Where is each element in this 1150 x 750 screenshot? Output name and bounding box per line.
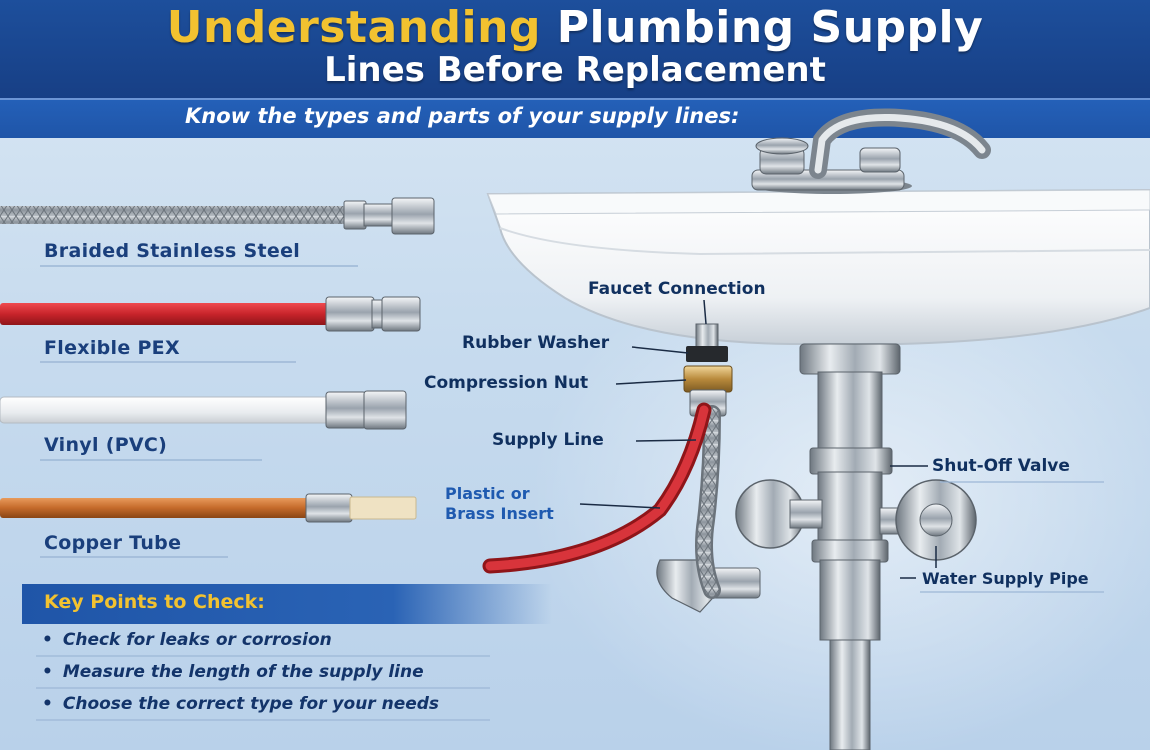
label-rubber-washer: Rubber Washer <box>462 333 610 353</box>
label-vinyl-pvc: Vinyl (PVC) <box>44 434 168 456</box>
bullet: • <box>42 694 53 714</box>
copper-tube-line <box>0 493 417 523</box>
subtitle: Know the types and parts of your supply … <box>185 104 740 128</box>
key-points-header: Key Points to Check: <box>22 584 552 624</box>
key-point-text: Choose the correct type for your needs <box>62 694 440 714</box>
title-line-2: Lines Before Replacement <box>324 50 826 90</box>
label-flexible-pex: Flexible PEX <box>44 337 180 359</box>
label-supply-line: Supply Line <box>492 430 604 450</box>
title-line-1: Understanding Plumbing Supply <box>0 2 1150 53</box>
label-plastic-or-brass-insert: Plastic or Brass Insert <box>445 484 554 524</box>
vinyl-pvc-line <box>0 390 407 430</box>
bullet: • <box>42 662 53 682</box>
label-copper-tube: Copper Tube <box>44 532 182 554</box>
key-point-item: • Choose the correct type for your needs <box>42 694 439 722</box>
title-accent: Understanding <box>166 2 541 53</box>
key-point-text: Check for leaks or corrosion <box>62 630 332 650</box>
label-braided-stainless-steel: Braided Stainless Steel <box>44 240 301 262</box>
leader-insert <box>579 503 661 509</box>
key-point-text: Measure the length of the supply line <box>62 662 424 682</box>
key-point-item: • Measure the length of the supply line <box>42 662 424 690</box>
header-banner: Understanding Plumbing Supply Lines Befo… <box>0 0 1150 98</box>
label-compression-nut: Compression Nut <box>424 373 589 393</box>
leader-supply-line <box>635 439 697 442</box>
sink-basin <box>486 188 1150 345</box>
leader-rubber-washer <box>631 346 689 354</box>
flexible-pex-line <box>0 296 421 332</box>
drain-pipe <box>799 343 901 750</box>
bullet: • <box>42 630 53 650</box>
insert-line-1: Plastic or <box>445 484 530 503</box>
insert-line-2: Brass Insert <box>445 504 554 523</box>
title-rest: Plumbing Supply <box>556 2 984 53</box>
braided-stainless-steel-line <box>0 197 435 235</box>
leader-compression-nut <box>615 379 687 385</box>
label-shut-off-valve: Shut-Off Valve <box>932 456 1070 476</box>
key-points-title: Key Points to Check: <box>44 591 265 613</box>
key-point-item: • Check for leaks or corrosion <box>42 630 332 658</box>
faucet <box>751 108 991 194</box>
faucet-tailpiece <box>683 323 733 417</box>
label-faucet-connection: Faucet Connection <box>588 279 766 299</box>
label-water-supply-pipe: Water Supply Pipe <box>922 569 1089 588</box>
leader-faucet-connection <box>703 299 707 325</box>
